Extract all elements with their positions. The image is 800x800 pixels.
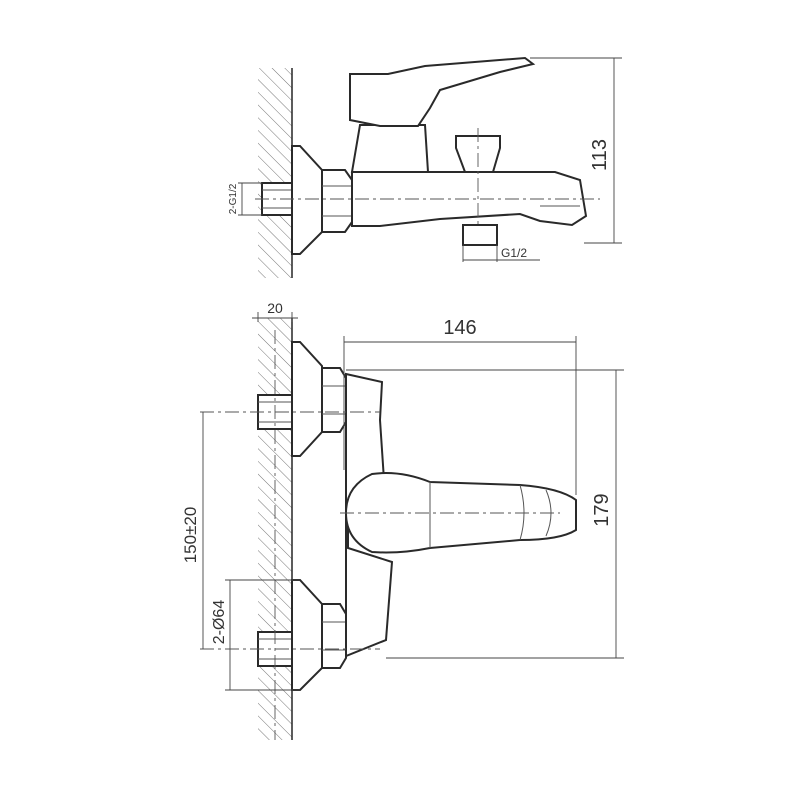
dim-width: 146	[443, 317, 476, 339]
wall-flange-top	[291, 145, 323, 255]
lever-handle-top	[349, 56, 536, 127]
wall-flange-upper	[291, 341, 323, 457]
side-view: 113 2-G1/2 G1/2	[228, 56, 622, 278]
dim-side-outlet-thread: G1/2	[501, 246, 527, 260]
cartridge-top	[350, 124, 430, 173]
wall-flange-lower	[291, 579, 323, 691]
dim-side-height: 113	[589, 139, 611, 171]
dim-front-height: 179	[591, 493, 613, 526]
dim-inlet-spacing: 150±20	[181, 507, 200, 564]
dim-flange-diameter: 2-Ø64	[211, 600, 228, 645]
hex-nut-upper	[321, 367, 347, 433]
front-view: 20 146	[181, 300, 624, 740]
wall-hatch-top	[258, 68, 292, 278]
hex-nut-lower	[321, 603, 347, 669]
dim-side-inlet-thread: 2-G1/2	[228, 183, 239, 214]
dim-wall-offset: 20	[267, 300, 283, 316]
outlet-connector-top	[462, 224, 498, 246]
hex-nut-top	[321, 169, 353, 233]
